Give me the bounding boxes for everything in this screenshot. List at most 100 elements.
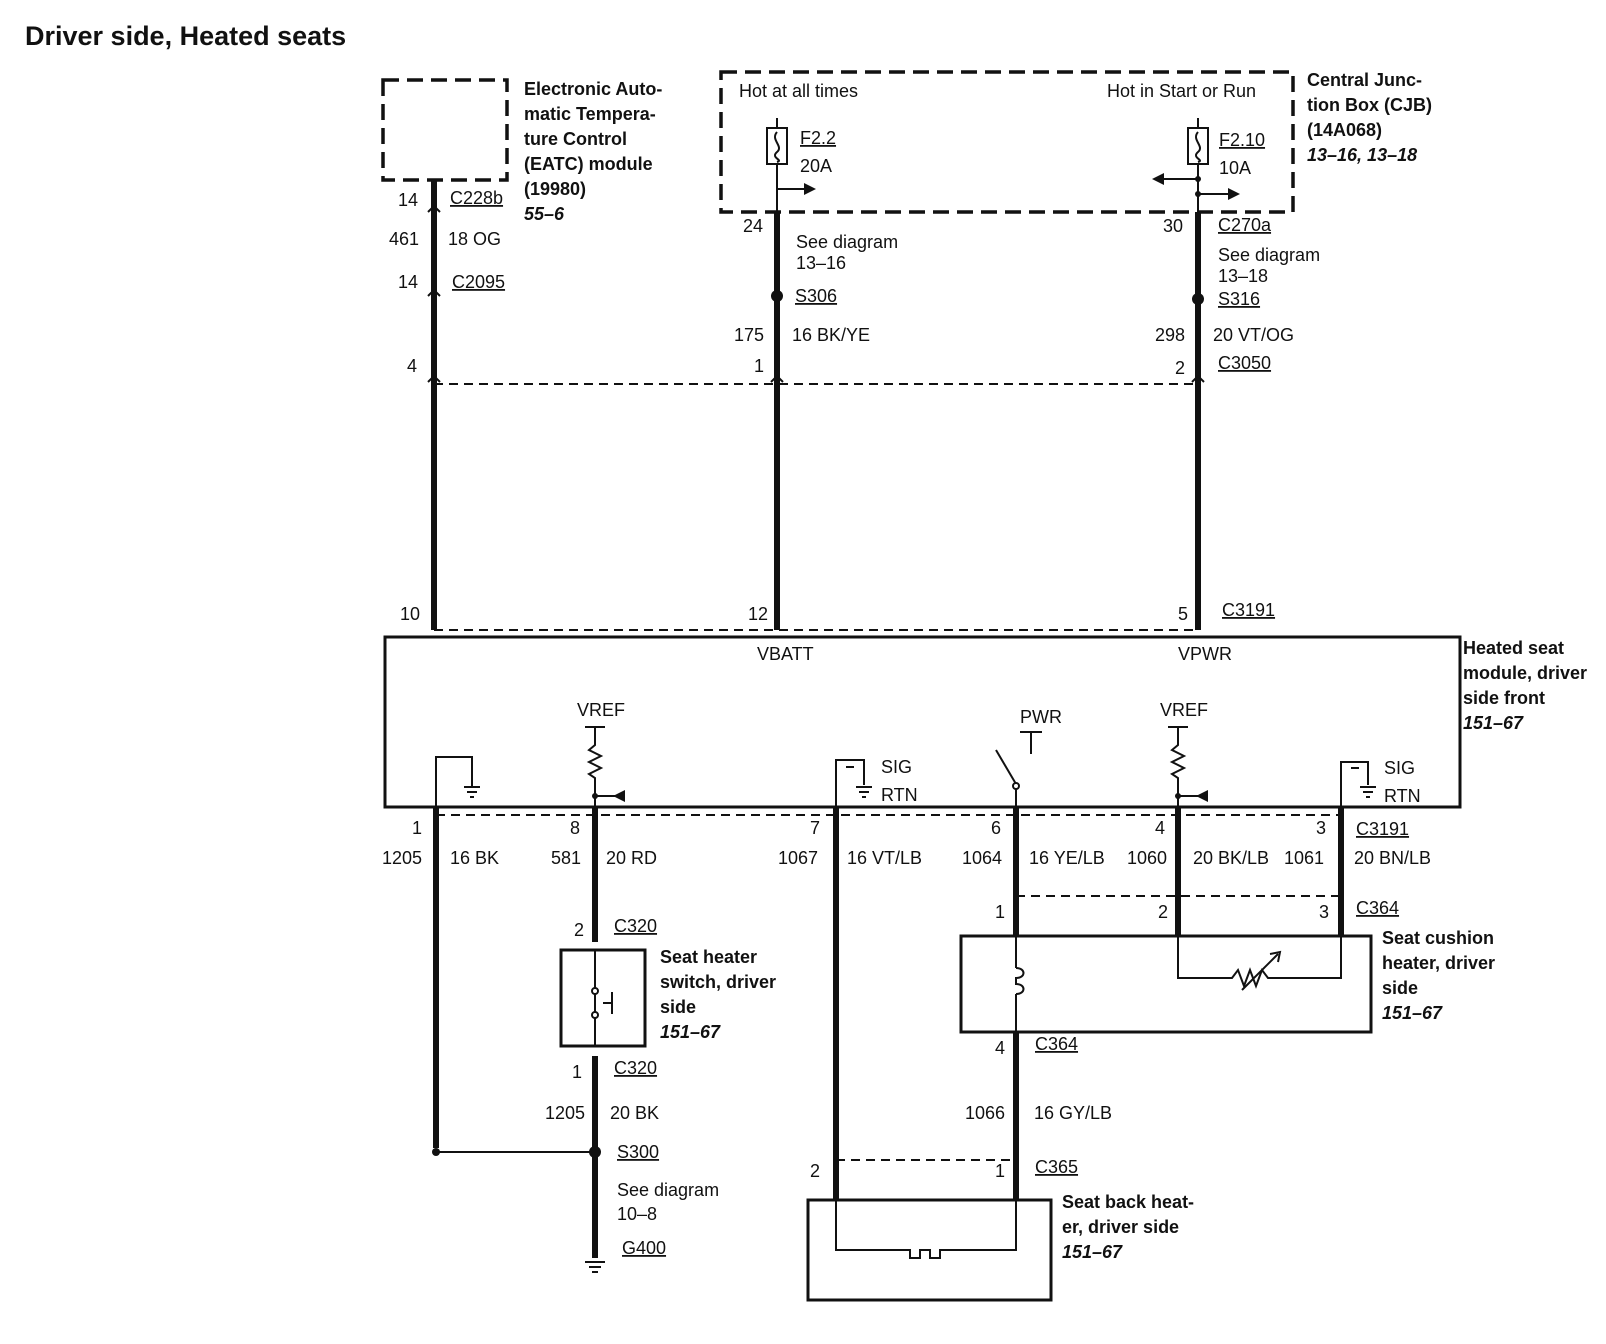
wire-color-label: 16 GY/LB — [1034, 1103, 1112, 1123]
splice-dot — [589, 1146, 601, 1158]
pin-label: 2 — [574, 920, 584, 940]
fuse-icon — [766, 127, 788, 165]
see-diagram-ref: 13–18 — [1218, 266, 1268, 286]
connector-c320: C320 — [614, 1058, 657, 1078]
circuit-number: 1067 — [778, 848, 818, 868]
pin-label: 14 — [398, 190, 418, 210]
pin-label: 3 — [1316, 818, 1326, 838]
vref-label: VREF — [577, 700, 625, 720]
junction-dot — [1195, 176, 1201, 182]
connector-c364: C364 — [1035, 1034, 1078, 1054]
splice-s300: S300 — [617, 1142, 659, 1162]
eatc-module-label: Electronic Auto- matic Tempera- ture Con… — [524, 79, 662, 224]
hot-in-start-run-label: Hot in Start or Run — [1107, 81, 1256, 101]
splice-s316: S316 — [1218, 289, 1260, 309]
svg-text:151–67: 151–67 — [1382, 1003, 1443, 1023]
connector-mark — [427, 204, 441, 213]
diagram-title: Driver side, Heated seats — [25, 21, 346, 51]
connector-c228b: C228b — [450, 188, 503, 208]
sig-label: SIG — [1384, 758, 1415, 778]
pwr-label: PWR — [1020, 707, 1062, 727]
circuit-number: 175 — [734, 325, 764, 345]
fuse-rating: 20A — [800, 156, 832, 176]
arrow-left-icon — [1196, 790, 1208, 802]
seat-heater-switch-label: Seat heater switch, driver side 151–67 — [660, 947, 776, 1042]
circuit-number: 1205 — [545, 1103, 585, 1123]
connector-mark — [427, 288, 441, 297]
connector-c270a: C270a — [1218, 215, 1272, 235]
arrow-right-icon — [804, 183, 816, 195]
heating-element-icon — [1177, 936, 1342, 989]
circuit-number: 1066 — [965, 1103, 1005, 1123]
ground-icon — [585, 1261, 605, 1273]
pin-label: 1 — [572, 1062, 582, 1082]
connector-c3050: C3050 — [1218, 353, 1271, 373]
fuse-id-f2-10: F2.10 — [1219, 130, 1265, 150]
svg-text:151–67: 151–67 — [660, 1022, 721, 1042]
switch-contact — [591, 1011, 599, 1019]
circuit-number: 581 — [551, 848, 581, 868]
sig-rtn-loop — [835, 759, 865, 807]
vpwr-label: VPWR — [1178, 644, 1232, 664]
pin-label: 3 — [1319, 902, 1329, 922]
vref-label: VREF — [1160, 700, 1208, 720]
connector-c320: C320 — [614, 916, 657, 936]
splice-s306: S306 — [795, 286, 837, 306]
heating-element-icon — [835, 1200, 1017, 1259]
cjb-box — [719, 70, 1295, 214]
switch-icon — [995, 749, 1017, 785]
arrow-right-icon — [1228, 188, 1240, 200]
cjb-label: Central Junc- tion Box (CJB) (14A068) 13… — [1307, 70, 1432, 165]
pushbutton-icon — [603, 992, 613, 1014]
connector-c365: C365 — [1035, 1157, 1078, 1177]
svg-text:(19980): (19980) — [524, 179, 586, 199]
svg-text:Heated seat: Heated seat — [1463, 638, 1564, 658]
connector-mark — [427, 374, 441, 383]
svg-text:side front: side front — [1463, 688, 1545, 708]
circuit-number: 461 — [389, 229, 419, 249]
pin-label: 2 — [1158, 902, 1168, 922]
pin-label: 1 — [995, 902, 1005, 922]
wire-color-label: 16 BK/YE — [792, 325, 870, 345]
wire-color-label: 18 OG — [448, 229, 501, 249]
switch-contact — [591, 987, 599, 995]
svg-text:side: side — [660, 997, 696, 1017]
see-diagram-label: See diagram — [1218, 245, 1320, 265]
see-diagram-label: See diagram — [617, 1180, 719, 1200]
wire-color-label: 20 RD — [606, 848, 657, 868]
connector-c3191: C3191 — [1356, 819, 1409, 839]
circuit-number: 1064 — [962, 848, 1002, 868]
pin-label: 4 — [1155, 818, 1165, 838]
wire-color-label: 16 YE/LB — [1029, 848, 1105, 868]
svg-text:Electronic Auto-: Electronic Auto- — [524, 79, 662, 99]
ground-icon — [856, 786, 872, 798]
connector-c3191: C3191 — [1222, 600, 1275, 620]
resistor-icon — [586, 727, 604, 807]
svg-text:heater, driver: heater, driver — [1382, 953, 1495, 973]
pin-label: 1 — [995, 1161, 1005, 1181]
thermal-fuse-icon — [1015, 967, 1025, 995]
connector-mark — [770, 374, 784, 383]
pin-label: 1 — [754, 356, 764, 376]
pin-label: 6 — [991, 818, 1001, 838]
arrow-left-icon — [613, 790, 625, 802]
fuse-icon — [1187, 127, 1209, 165]
wire-color-label: 20 BK/LB — [1193, 848, 1269, 868]
pin-label: 2 — [1175, 358, 1185, 378]
pin-label: 2 — [810, 1161, 820, 1181]
ground-icon — [1360, 786, 1376, 798]
see-diagram-label: See diagram — [796, 232, 898, 252]
junction-dot — [1195, 191, 1201, 197]
switch-contact — [1012, 782, 1020, 790]
wire-color-label: 20 BN/LB — [1354, 848, 1431, 868]
circuit-number: 1060 — [1127, 848, 1167, 868]
sig-label: SIG — [881, 757, 912, 777]
svg-text:151–67: 151–67 — [1463, 713, 1524, 733]
svg-text:module, driver: module, driver — [1463, 663, 1587, 683]
pin-label: 1 — [412, 818, 422, 838]
wire-color-label: 16 BK — [450, 848, 499, 868]
junction-dot — [1175, 793, 1181, 799]
svg-text:Seat back heat-: Seat back heat- — [1062, 1192, 1194, 1212]
svg-text:151–67: 151–67 — [1062, 1242, 1123, 1262]
pin-label: 10 — [400, 604, 420, 624]
